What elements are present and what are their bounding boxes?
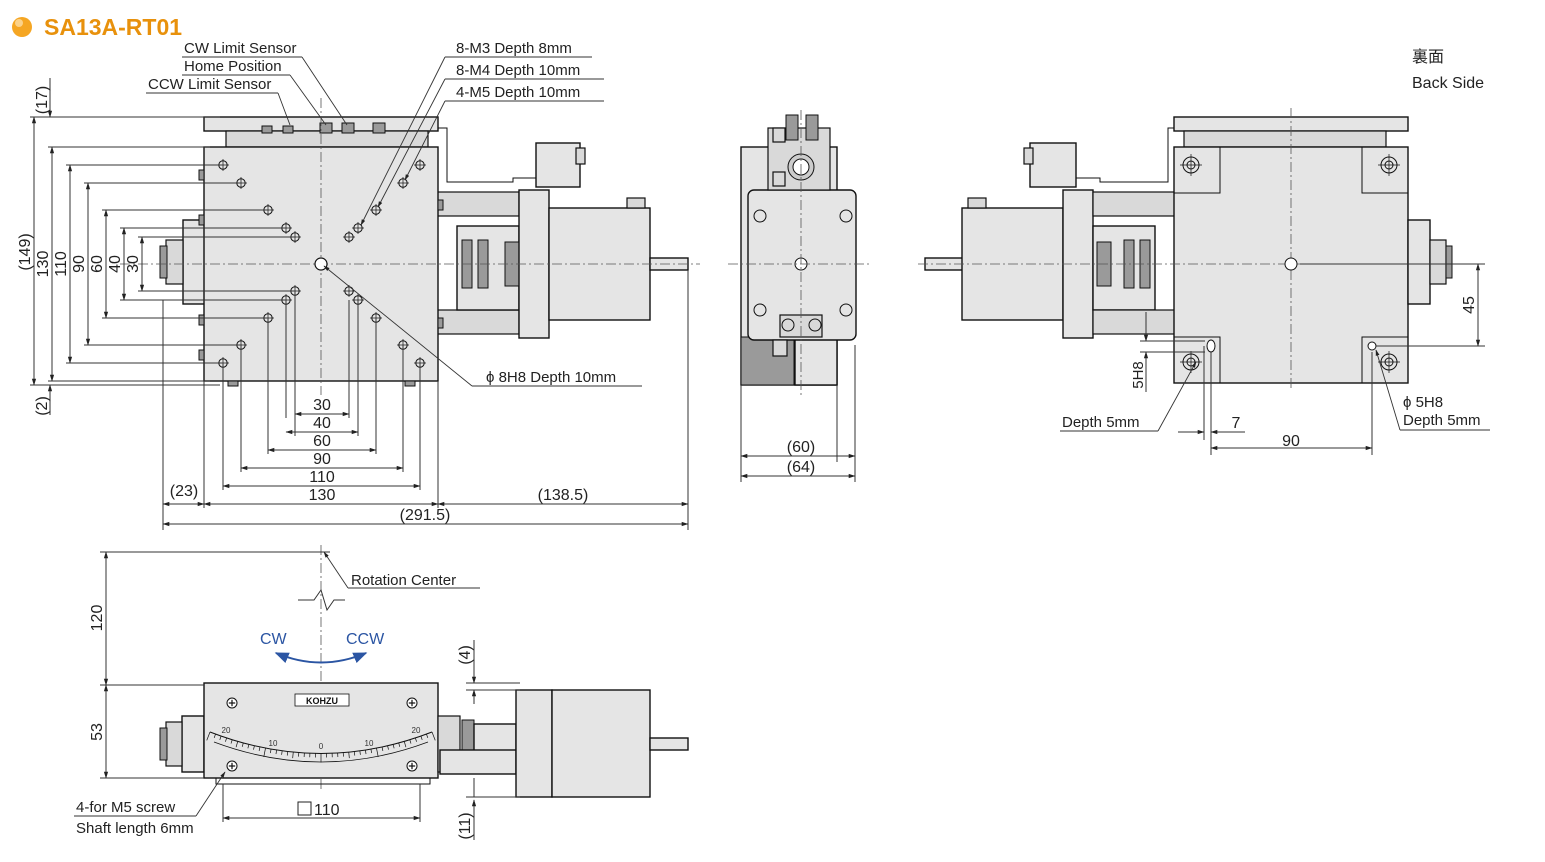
dim-7-back: 7 bbox=[1232, 415, 1241, 432]
scale-tick bbox=[206, 731, 211, 741]
scale-l20: 20 bbox=[222, 726, 231, 735]
scale-tick bbox=[431, 731, 436, 741]
scale-r10: 10 bbox=[365, 739, 374, 748]
dim-110-front: 110 bbox=[314, 802, 340, 819]
dim-2: (2) bbox=[34, 396, 51, 416]
dim-60-h: 60 bbox=[313, 433, 331, 450]
scale-tick bbox=[235, 741, 239, 748]
dim-60-v: 60 bbox=[89, 255, 106, 273]
scale-tick bbox=[275, 750, 277, 755]
title-block: SA13A-RT01 bbox=[12, 14, 182, 40]
scale-tick bbox=[241, 742, 244, 747]
dim-53-front: 53 bbox=[89, 723, 106, 741]
dim-110-h: 110 bbox=[309, 469, 335, 486]
cw-label: CW bbox=[260, 631, 288, 648]
dim-40-h: 40 bbox=[313, 415, 331, 432]
dim-60-side: (60) bbox=[787, 439, 815, 456]
ccw-label: CCW bbox=[346, 631, 385, 648]
scale-tick bbox=[370, 749, 372, 754]
side-view: (60) (64) bbox=[728, 110, 870, 482]
scale-tick bbox=[230, 739, 233, 744]
m5-callout: 4-M5 Depth 10mm bbox=[456, 84, 580, 101]
scale-tick bbox=[415, 737, 417, 742]
m5-screw-callout: 4-for M5 screw bbox=[76, 799, 175, 816]
dim-110-v: 110 bbox=[53, 251, 70, 277]
dim-90-back: 90 bbox=[1282, 433, 1300, 450]
dim-130-h: 130 bbox=[309, 487, 336, 504]
phi5-callout: ϕ 5H8 bbox=[1403, 394, 1443, 411]
back-view: 裏面 Back Side bbox=[918, 47, 1490, 455]
scale-tick bbox=[365, 750, 367, 755]
scale-tick bbox=[403, 741, 407, 748]
dim-120-front: 120 bbox=[89, 605, 106, 632]
scale-l10: 10 bbox=[269, 739, 278, 748]
dim-45-back: 45 bbox=[1461, 296, 1478, 314]
scale-tick bbox=[348, 752, 350, 759]
dim-30-h: 30 bbox=[313, 397, 331, 414]
home-position-label: Home Position bbox=[184, 58, 282, 75]
phi5-depth-callout: Depth 5mm bbox=[1403, 412, 1481, 429]
depth5-callout: Depth 5mm bbox=[1062, 414, 1140, 431]
top-view: (17) (149) 130 110 90 60 40 30 (2) 30 4 bbox=[17, 40, 700, 530]
scale-r20: 20 bbox=[412, 726, 421, 735]
scale-tick bbox=[292, 752, 294, 759]
dim-17: (17) bbox=[34, 86, 51, 114]
title-bullet-icon bbox=[12, 17, 32, 37]
product-title: SA13A-RT01 bbox=[44, 14, 182, 40]
back-side-jp: 裏面 bbox=[1412, 47, 1444, 66]
dim-130-v: 130 bbox=[35, 251, 52, 278]
pin-hole-callout: ϕ 8H8 Depth 10mm bbox=[486, 369, 616, 386]
ccw-limit-label: CCW Limit Sensor bbox=[148, 76, 271, 93]
scale-tick bbox=[392, 744, 395, 749]
scale-0: 0 bbox=[319, 742, 324, 751]
scale-tick bbox=[281, 750, 283, 755]
scale-tick bbox=[247, 744, 250, 749]
dim-4-front: (4) bbox=[457, 645, 474, 665]
scale-tick bbox=[387, 745, 389, 750]
scale-tick bbox=[219, 735, 222, 740]
scale-tick bbox=[263, 748, 266, 758]
brand-label: KOHZU bbox=[306, 696, 338, 706]
square-symbol-icon bbox=[297, 801, 312, 816]
scale-tick bbox=[398, 742, 401, 747]
scale-tick bbox=[258, 746, 261, 751]
scale-tick bbox=[270, 749, 272, 754]
dim-30-v: 30 bbox=[125, 255, 142, 273]
scale-tick bbox=[225, 737, 227, 742]
scale-tick bbox=[253, 745, 255, 750]
scale-tick bbox=[381, 746, 384, 751]
dim-291-5: (291.5) bbox=[400, 507, 451, 524]
cw-limit-label: CW Limit Sensor bbox=[184, 40, 297, 57]
dim-90-h: 90 bbox=[313, 451, 331, 468]
dim-5h8-back: 5H8 bbox=[1130, 361, 1147, 389]
shaft-length-callout: Shaft length 6mm bbox=[76, 820, 194, 837]
dim-64-side: (64) bbox=[787, 459, 815, 476]
angle-scale bbox=[206, 731, 436, 763]
dim-23: (23) bbox=[170, 483, 198, 500]
scale-tick bbox=[420, 735, 423, 740]
dim-138-5: (138.5) bbox=[538, 487, 589, 504]
scale-tick bbox=[376, 748, 379, 758]
front-view: Rotation Center CW CCW KOHZU 20 10 0 10 … bbox=[74, 545, 689, 840]
dim-11-front: (11) bbox=[457, 812, 474, 839]
m3-callout: 8-M3 Depth 8mm bbox=[456, 40, 572, 57]
scale-tick bbox=[359, 750, 361, 755]
scale-tick bbox=[409, 739, 412, 744]
dim-90-v: 90 bbox=[71, 255, 88, 273]
dim-149: (149) bbox=[17, 233, 34, 270]
scale-tick bbox=[213, 733, 216, 738]
scale-tick bbox=[426, 733, 429, 738]
back-side-en: Back Side bbox=[1412, 75, 1484, 92]
m4-callout: 8-M4 Depth 10mm bbox=[456, 62, 580, 79]
rotation-center-label: Rotation Center bbox=[351, 572, 456, 589]
dim-40-v: 40 bbox=[107, 255, 124, 273]
